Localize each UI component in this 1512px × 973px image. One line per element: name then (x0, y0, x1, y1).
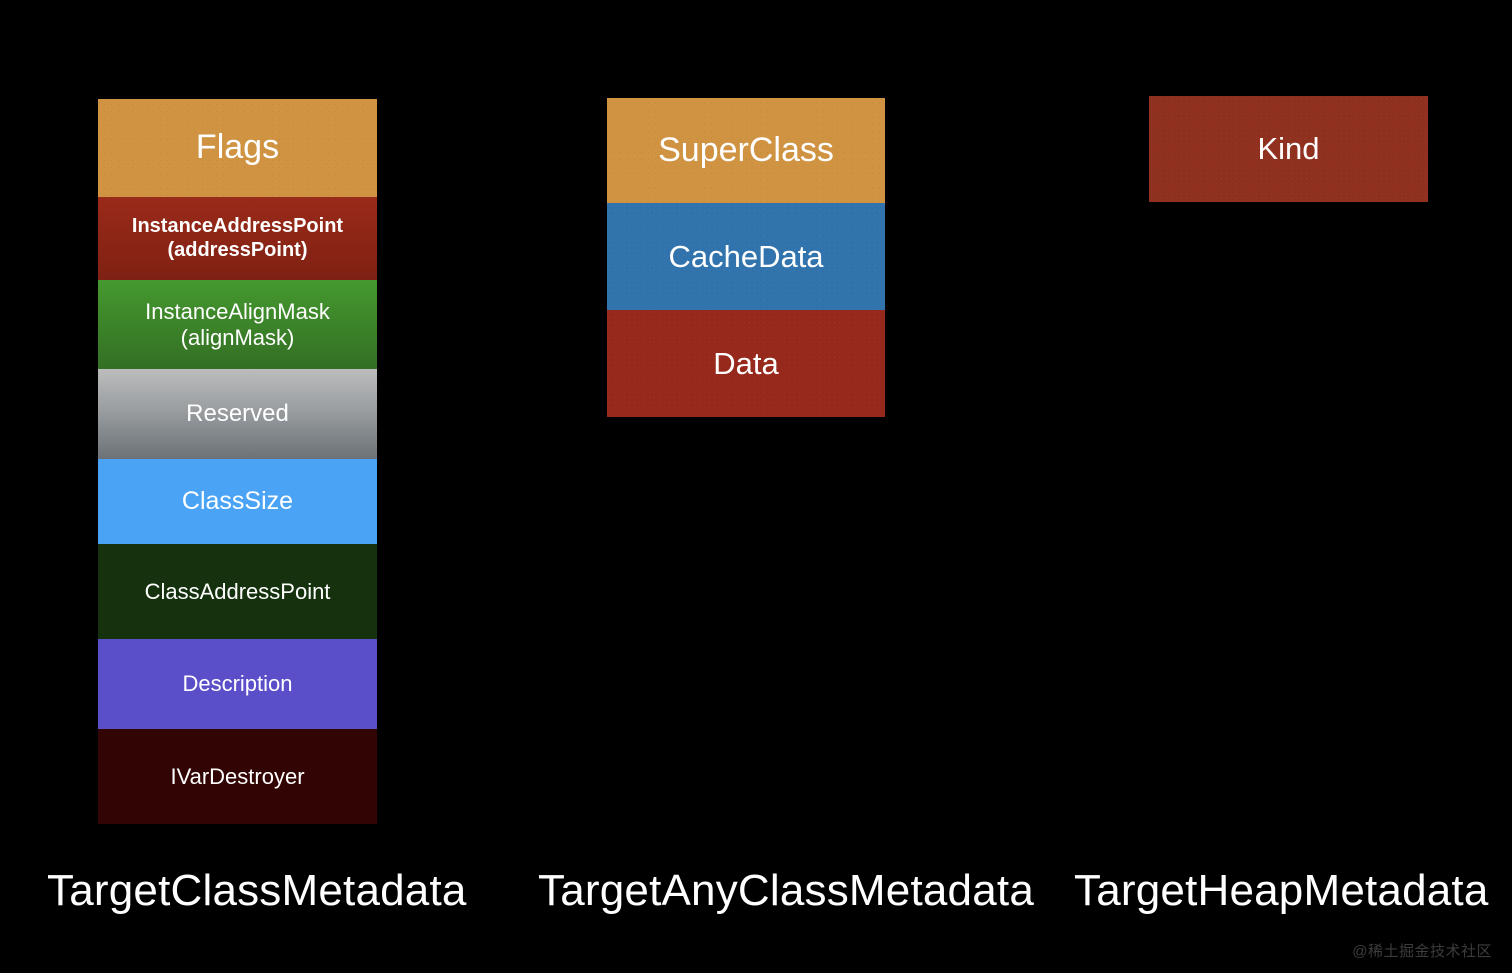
block-ivar-destroyer-label: IVarDestroyer (170, 763, 305, 789)
block-description: Description (98, 639, 377, 729)
block-class-size-label: ClassSize (181, 487, 294, 515)
block-superclass: SuperClass (607, 98, 885, 203)
column-target-heap-metadata: Kind (1149, 96, 1428, 202)
block-cache-data: CacheData (607, 203, 885, 310)
block-kind-label: Kind (1257, 131, 1320, 167)
block-instance-address-point-label: InstanceAddressPoint (addressPoint) (131, 215, 344, 261)
watermark: @稀土掘金技术社区 (1352, 943, 1492, 960)
caption-target-heap-metadata: TargetHeapMetadata (1074, 866, 1489, 915)
caption-target-class-metadata: TargetClassMetadata (47, 866, 467, 915)
column-target-any-class-metadata: SuperClass CacheData Data (607, 98, 885, 417)
caption-target-any-class-metadata: TargetAnyClassMetadata (538, 866, 1034, 915)
block-instance-align-mask-label: InstanceAlignMask (alignMask) (145, 298, 330, 350)
block-flags-label: Flags (195, 128, 280, 167)
block-flags: Flags (98, 99, 377, 197)
block-instance-address-point: InstanceAddressPoint (addressPoint) (98, 197, 377, 280)
block-data-label: Data (713, 345, 779, 381)
block-class-address-point: ClassAddressPoint (98, 544, 377, 639)
block-instance-align-mask: InstanceAlignMask (alignMask) (98, 280, 377, 369)
block-kind: Kind (1149, 96, 1428, 202)
block-ivar-destroyer: IVarDestroyer (98, 729, 377, 824)
column-target-class-metadata: Flags InstanceAddressPoint (addressPoint… (98, 99, 377, 824)
block-class-size: ClassSize (98, 459, 377, 544)
block-data: Data (607, 310, 885, 417)
block-superclass-label: SuperClass (658, 130, 834, 169)
block-description-label: Description (182, 671, 293, 697)
block-reserved-label: Reserved (186, 400, 289, 428)
block-class-address-point-label: ClassAddressPoint (144, 578, 331, 604)
block-reserved: Reserved (98, 369, 377, 459)
block-cache-data-label: CacheData (668, 238, 824, 274)
